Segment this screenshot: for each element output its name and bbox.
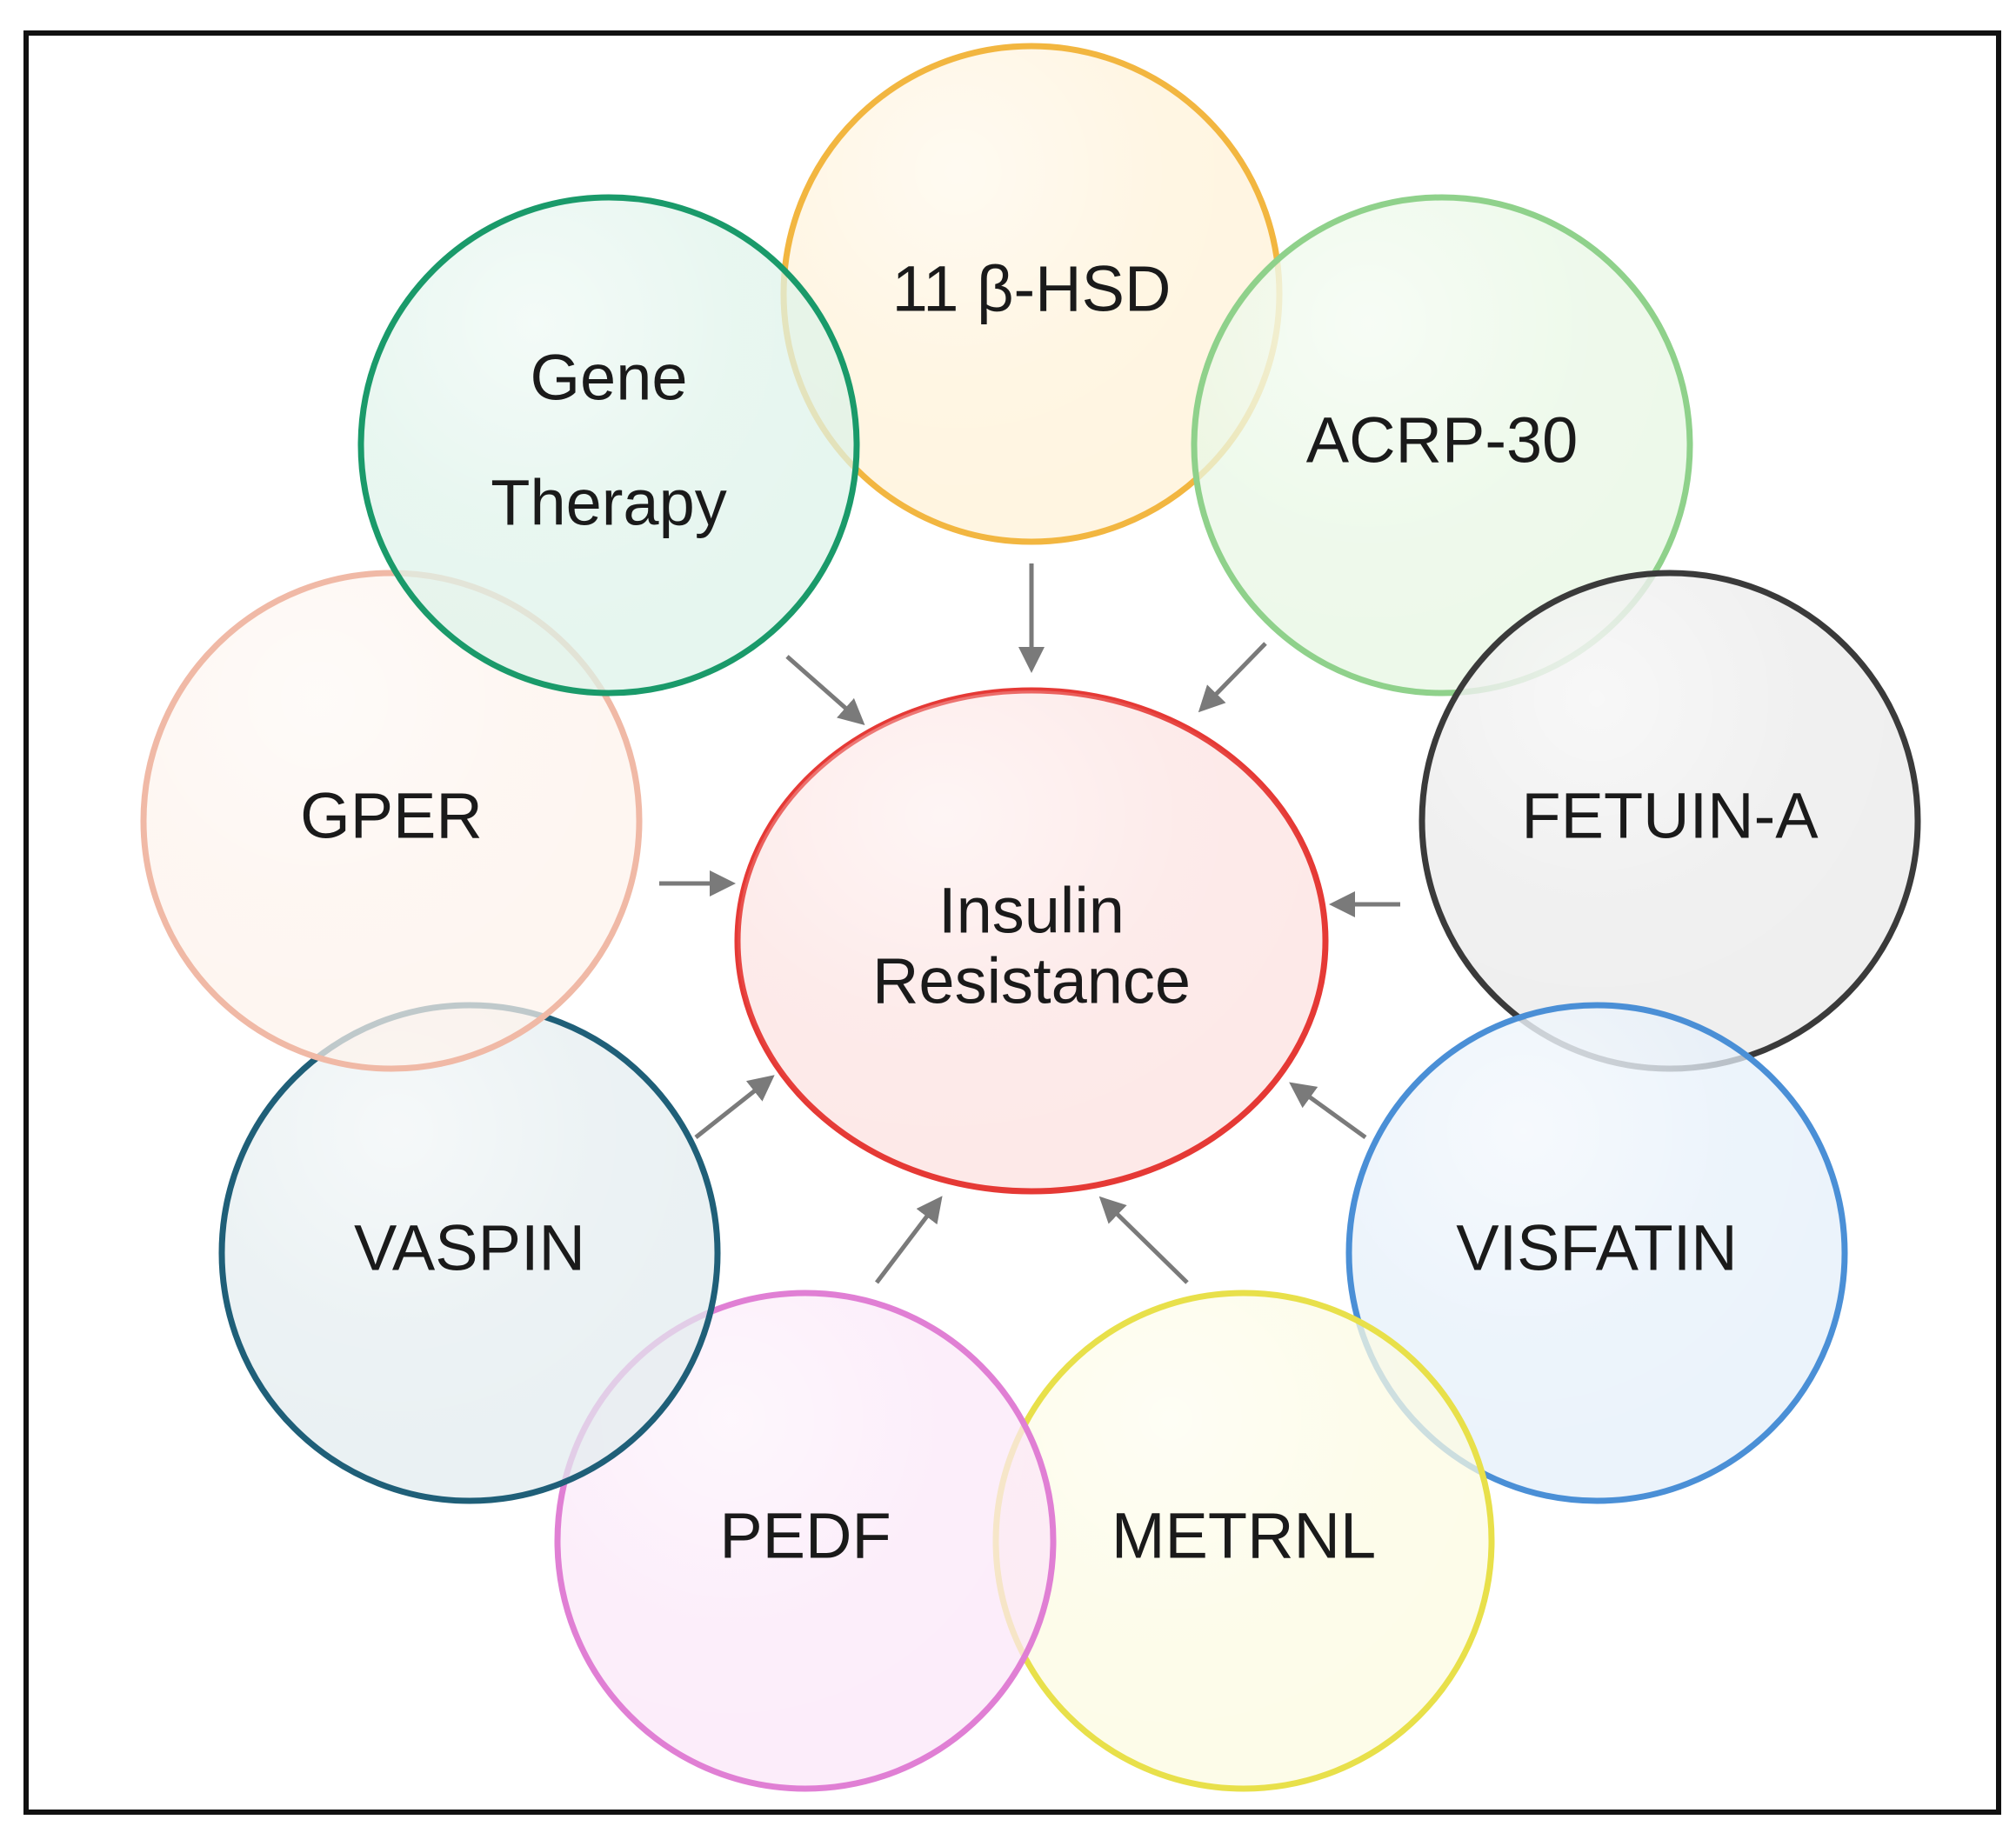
node-label-visfatin: VISFATIN (1456, 1212, 1737, 1284)
node-gloss-pedf (561, 1296, 1050, 1785)
arrow-acrp30 (1198, 642, 1267, 713)
node-gloss-vaspin (225, 1009, 714, 1497)
arrow-metrnl (1098, 1196, 1189, 1284)
arrow-gene (785, 655, 865, 725)
arrow-vaspin (694, 1075, 775, 1139)
node-11bhsd: 11 β-HSD (780, 43, 1283, 545)
arrow-pedf (875, 1196, 943, 1284)
node-label-fetuina: FETUIN-A (1521, 780, 1819, 852)
center-label-line-2: Resistance (872, 945, 1191, 1017)
node-label-11bhsd: 11 β-HSD (892, 253, 1172, 325)
node-label-acrp30: ACRP-30 (1306, 404, 1579, 477)
node-visfatin: VISFATIN (1345, 1002, 1848, 1504)
center-gloss (738, 690, 1325, 1191)
node-fetuina: FETUIN-A (1419, 570, 1921, 1072)
node-gloss-metrnl (999, 1296, 1488, 1785)
node-label-gene-1: Gene (530, 342, 687, 414)
node-label-gene-2: Therapy (491, 467, 726, 539)
node-gper: GPER (140, 570, 643, 1072)
node-gloss-gper (147, 577, 636, 1065)
node-gloss-gene (364, 201, 853, 690)
node-gloss-acrp30 (1198, 201, 1686, 690)
center-label-line-1: Insulin (938, 875, 1125, 947)
arrows-layer (659, 563, 1400, 1284)
node-pedf: PEDF (554, 1290, 1057, 1792)
arrow-visfatin (1289, 1082, 1367, 1140)
node-acrp30: ACRP-30 (1191, 194, 1693, 697)
node-label-metrnl: METRNL (1111, 1500, 1376, 1572)
node-metrnl: METRNL (992, 1290, 1495, 1792)
center-node: Insulin Resistance (734, 687, 1329, 1195)
node-label-vaspin: VASPIN (354, 1212, 585, 1284)
node-gloss-visfatin (1352, 1009, 1841, 1497)
node-label-pedf: PEDF (719, 1500, 891, 1572)
node-gloss-fetuina (1425, 577, 1914, 1065)
node-vaspin: VASPIN (218, 1002, 721, 1504)
node-label-gper: GPER (300, 780, 483, 852)
node-gloss-11bhsd (787, 50, 1276, 538)
